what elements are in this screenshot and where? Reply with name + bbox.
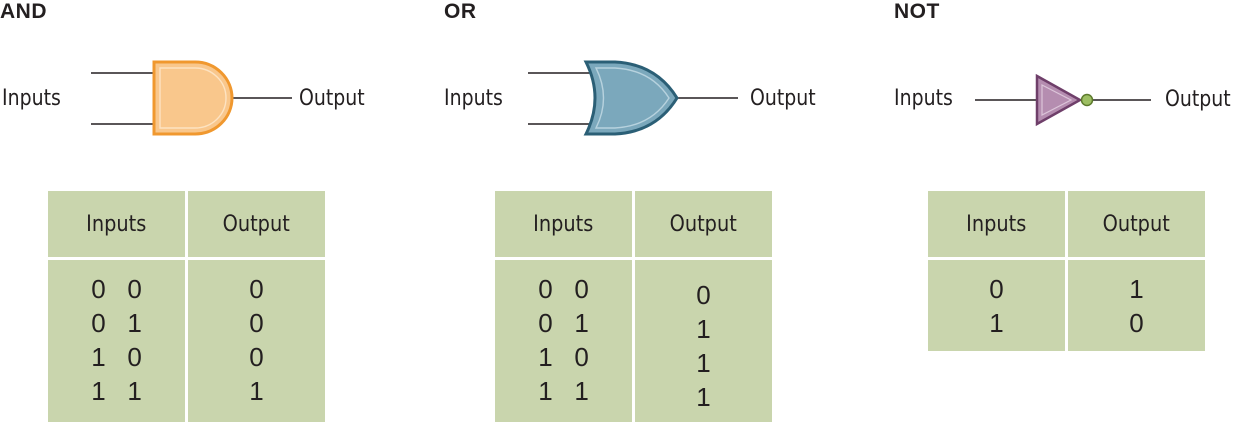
table-row: 0 1 (538, 308, 589, 338)
not-gate-title: NOT (894, 0, 940, 23)
or-table-header-output: Output (669, 212, 738, 237)
not-output-label: Output (1165, 87, 1231, 112)
and-output-label: Output (299, 86, 365, 111)
or-table-header-inputs: Inputs (533, 212, 594, 237)
table-row: 1 (989, 308, 1004, 338)
table-divider (1065, 191, 1068, 351)
table-cell-output: 1 (1129, 274, 1144, 304)
and-gate-symbol (91, 60, 292, 136)
or-gate-body (583, 60, 679, 136)
and-inputs-label: Inputs (2, 86, 61, 111)
or-truth-table: Inputs Output 0 0 0 1 1 0 1 1 0 1 1 1 (495, 191, 772, 422)
table-cell-output: 0 (249, 342, 264, 372)
table-row: 0 1 (91, 308, 142, 338)
table-cell-output: 1 (696, 314, 711, 344)
not-inversion-bubble (1080, 93, 1094, 107)
table-cell-output: 1 (696, 348, 711, 378)
table-row: 1 0 (538, 342, 589, 372)
table-row: 0 0 (91, 274, 142, 304)
table-divider (185, 191, 188, 422)
and-gate-body (152, 60, 234, 136)
table-row: 0 0 (538, 274, 589, 304)
table-row: 0 (989, 274, 1004, 304)
not-truth-table: Inputs Output 0 1 1 0 (928, 191, 1205, 351)
table-cell-output: 0 (249, 274, 264, 304)
and-table-header-inputs: Inputs (86, 212, 147, 237)
or-gate-highlight (594, 67, 670, 129)
table-divider (632, 191, 635, 422)
or-gate-symbol (528, 60, 738, 136)
and-table-header-output: Output (222, 212, 291, 237)
table-cell-output: 1 (249, 376, 264, 406)
and-gate-highlight (159, 67, 227, 129)
and-gate-title: AND (0, 0, 47, 23)
not-gate-body (1035, 73, 1083, 127)
not-table-header-output: Output (1102, 212, 1171, 237)
not-inputs-label: Inputs (894, 86, 953, 111)
and-truth-table: Inputs Output 0 0 0 1 1 0 1 1 0 0 0 1 (48, 191, 325, 422)
table-row: 1 0 (91, 342, 142, 372)
table-cell-output: 0 (1129, 308, 1144, 338)
table-cell-output: 1 (696, 382, 711, 412)
not-table-header-inputs: Inputs (966, 212, 1027, 237)
or-gate-title: OR (444, 0, 477, 23)
table-cell-output: 0 (696, 280, 711, 310)
table-row: 1 1 (91, 376, 142, 406)
table-cell-output: 0 (249, 308, 264, 338)
not-gate-highlight (1041, 84, 1073, 116)
not-gate-symbol (975, 73, 1151, 127)
table-row: 1 1 (538, 376, 589, 406)
or-output-label: Output (750, 86, 816, 111)
or-inputs-label: Inputs (444, 86, 503, 111)
